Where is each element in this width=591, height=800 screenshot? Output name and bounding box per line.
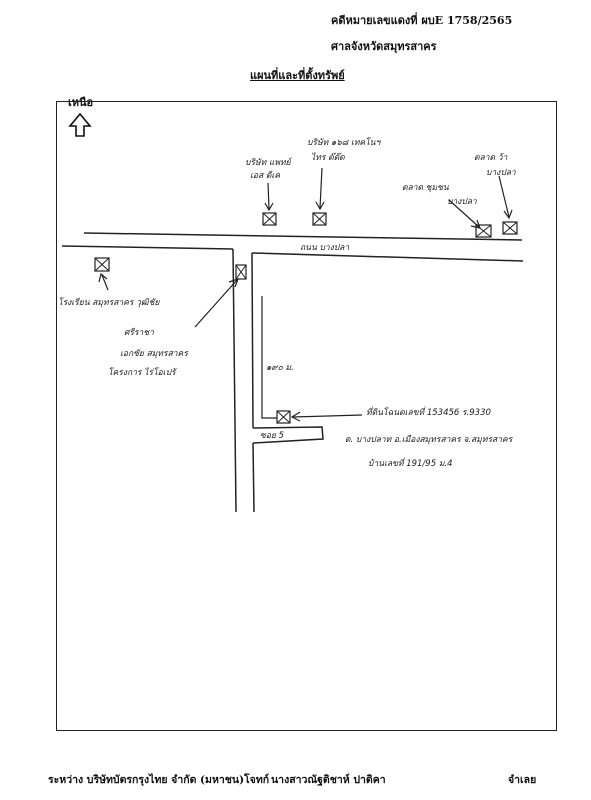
road-label: ถนน บางปลา xyxy=(300,243,349,253)
distance-line xyxy=(261,296,277,419)
property-note-line3: บ้านเลขที่ 191/95 ม.4 xyxy=(368,457,453,469)
court-name: ศาลจังหวัดสมุทรสาคร xyxy=(331,40,437,53)
pointer-arrow-icon xyxy=(194,278,240,328)
landmark-top-left-line2: เอส ดีเค xyxy=(250,170,280,181)
landmark-left: โรงเรียน สมุทรสาคร วุฒิชัย xyxy=(58,297,160,308)
soi-label: ซอย 5 xyxy=(260,431,284,441)
property-note-line2: ต. บางปลาท อ.เมืองสมุทรสาคร จ.สมุทรสาคร xyxy=(345,434,514,445)
footer-plaintiff: ระหว่าง บริษัทบัตรกรุงไทย จำกัด (มหาชน)โ… xyxy=(48,774,270,786)
landmark-right-a-line1: ตลาด ชุมชน xyxy=(402,183,449,193)
pointer-arrow-icon xyxy=(264,182,274,212)
north-label: เหนือ xyxy=(68,96,94,109)
marker-box-icon xyxy=(235,264,247,280)
landmark-center-line1: ศรีราชา xyxy=(124,327,154,338)
landmark-right-b-line1: ตลาด ว้า xyxy=(474,152,507,163)
map-frame xyxy=(56,101,557,731)
side-road-right-edge-upper xyxy=(251,252,254,429)
side-road-right-edge-lower xyxy=(252,442,255,513)
main-road-bottom-edge-right xyxy=(251,252,524,262)
footer-defendant: นางสาวณัฐติชาห์ ปาติคา xyxy=(271,774,386,786)
pointer-arrow-icon xyxy=(498,175,513,220)
marker-box-icon xyxy=(312,212,327,226)
case-number: คดีหมายเลขแดงที่ ผบE 1758/2565 xyxy=(331,14,513,27)
landmark-top-mid-line2: ไทร ต๊ต๊ด xyxy=(311,152,345,163)
pointer-arrow-icon xyxy=(290,411,363,422)
marker-box-icon xyxy=(475,224,492,238)
side-road-left-edge xyxy=(232,248,237,513)
pointer-arrow-icon xyxy=(315,167,325,211)
landmark-top-left-line1: บริษัท แพทย์ xyxy=(245,157,293,168)
marker-box-icon xyxy=(262,212,277,226)
property-note-line1: ที่ดินโฉนดเลขที่ 153456 ร.9330 xyxy=(366,406,491,418)
main-road-bottom-edge-left xyxy=(61,245,234,250)
footer-role: จำเลย xyxy=(508,774,537,786)
landmark-center-line2: เอกชัย สมุทรสาคร xyxy=(120,349,189,359)
document-title: แผนที่และที่ตั้งทรัพย์ xyxy=(250,69,345,82)
distance-label: ๑๙๐ ม. xyxy=(266,363,294,373)
main-road-top-edge xyxy=(83,232,523,241)
pointer-arrow-icon xyxy=(98,272,109,291)
soi-5-road xyxy=(252,426,324,444)
pointer-arrow-icon xyxy=(448,199,481,229)
landmark-right-a-line2: บางปลา xyxy=(447,197,477,207)
north-arrow-icon xyxy=(68,112,92,137)
marker-box-icon xyxy=(502,221,518,235)
property-marker-icon xyxy=(276,410,291,424)
marker-box-icon xyxy=(94,257,110,272)
landmark-center-line3: โครงการ ไร่โอเปร้ xyxy=(108,367,178,378)
landmark-right-b-line2: บางปลา xyxy=(486,168,516,178)
landmark-top-mid-line1: บริษัท ๑๖๘ เทคโนฯ xyxy=(307,137,381,148)
